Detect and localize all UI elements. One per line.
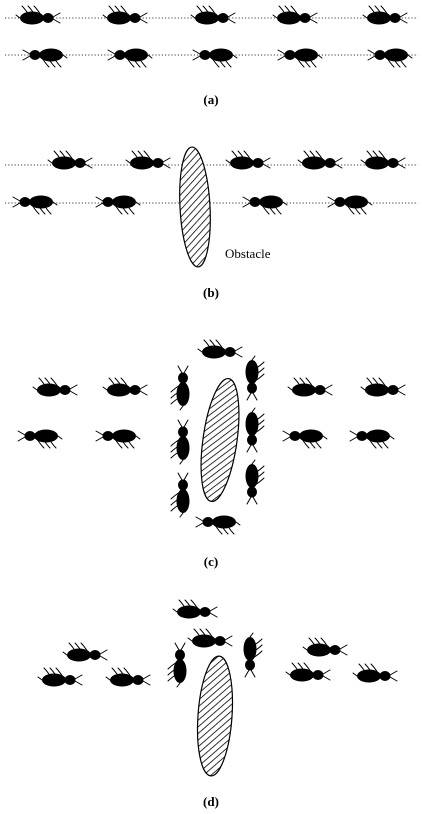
ant-icon <box>95 429 141 449</box>
ant-group-a <box>15 5 413 68</box>
ant-icon <box>195 515 241 535</box>
ant-icon <box>167 642 187 688</box>
ant-icon <box>242 195 288 215</box>
ant-icon <box>172 599 218 619</box>
ant-icon <box>187 628 233 648</box>
panel-label-c: (c) <box>204 554 218 569</box>
ant-icon <box>352 663 398 683</box>
ant-icon <box>170 419 190 465</box>
ant-icon <box>190 5 236 25</box>
ant-icon <box>102 5 148 25</box>
panel-c: (c) <box>17 339 406 569</box>
ant-icon <box>245 355 265 401</box>
ant-icon <box>367 48 413 68</box>
panel-label-a: (a) <box>203 92 218 107</box>
ant-icon <box>277 48 323 68</box>
ant-icon <box>32 377 78 397</box>
ant-icon <box>360 150 406 170</box>
ant-icon <box>287 377 333 397</box>
ant-icon <box>282 429 328 449</box>
obstacle-label: Obstacle <box>225 246 271 261</box>
ant-icon <box>95 195 141 215</box>
ant-icon <box>107 48 153 68</box>
ant-group-d <box>37 599 398 688</box>
panel-d: (d) <box>37 599 398 809</box>
ant-icon <box>245 407 265 453</box>
ant-icon <box>192 48 238 68</box>
ant-group-b <box>12 150 406 215</box>
obstacle-shape <box>200 377 240 503</box>
ant-icon <box>243 632 263 678</box>
ant-icon <box>225 150 271 170</box>
ant-icon <box>62 642 108 662</box>
ant-icon <box>362 5 408 25</box>
ant-icon <box>297 150 343 170</box>
ant-icon <box>12 195 58 215</box>
ant-icon <box>17 429 63 449</box>
ant-icon <box>327 195 373 215</box>
obstacle-shape <box>179 146 211 268</box>
panel-a: (a) <box>5 5 418 107</box>
ant-icon <box>102 377 148 397</box>
ant-icon <box>170 365 190 411</box>
ant-icon <box>302 637 348 657</box>
panel-label-b: (b) <box>203 285 219 300</box>
ant-icon <box>285 662 331 682</box>
ant-group-c <box>17 339 406 535</box>
ant-icon <box>272 5 318 25</box>
ant-icon <box>37 667 83 687</box>
ant-icon <box>22 48 68 68</box>
ant-icon <box>47 150 93 170</box>
ant-icon <box>360 377 406 397</box>
ant-icon <box>170 472 190 518</box>
ant-icon <box>105 667 151 687</box>
ant-icon <box>245 459 265 505</box>
panel-b: Obstacle (b) <box>5 146 418 300</box>
ant-icon <box>125 150 171 170</box>
obstacle-shape <box>196 655 234 777</box>
panel-label-d: (d) <box>203 794 219 809</box>
ant-icon <box>15 5 61 25</box>
ant-icon <box>349 429 395 449</box>
ant-icon <box>197 339 243 359</box>
